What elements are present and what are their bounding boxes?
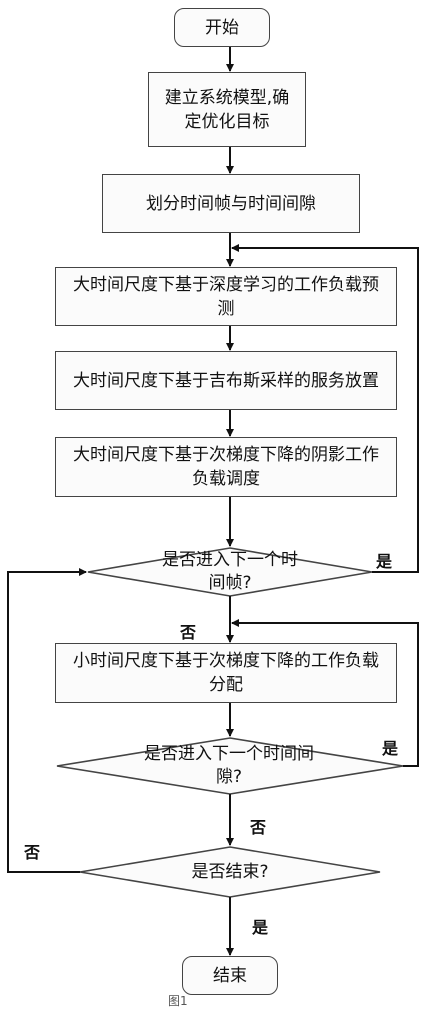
process-build-model: 建立系统模型,确定优化目标	[148, 72, 306, 147]
arrow-loop-finish-no	[7, 568, 87, 873]
arrow-loop-next-frame-yes	[231, 244, 419, 573]
label-frame-yes: 是	[376, 552, 393, 571]
arrow-loop-next-slot-yes	[231, 619, 419, 767]
label-slot-no: 否	[250, 818, 267, 837]
start-node: 开始	[174, 8, 270, 47]
decision-next-frame-text: 是否进入下一个时间帧?	[162, 550, 298, 593]
label-slot-yes: 是	[382, 739, 399, 758]
process-workload-allocation: 小时间尺度下基于次梯度下降的工作负载分配	[55, 643, 397, 703]
label-finish-yes: 是	[252, 918, 269, 937]
process-workload-prediction: 大时间尺度下基于深度学习的工作负载预测	[55, 267, 397, 326]
figure-caption: 图1	[168, 994, 188, 1008]
label-finish-no: 否	[24, 843, 41, 862]
process-shadow-scheduling: 大时间尺度下基于次梯度下降的阴影工作负载调度	[55, 437, 397, 497]
end-node: 结束	[182, 956, 278, 995]
label-frame-no: 否	[180, 623, 197, 642]
process-divide-time: 划分时间帧与时间间隙	[102, 174, 360, 233]
process-service-placement: 大时间尺度下基于吉布斯采样的服务放置	[55, 351, 397, 410]
decision-finish-text: 是否结束?	[191, 861, 269, 882]
decision-next-slot-text: 是否进入下一个时间间隙?	[144, 744, 314, 787]
